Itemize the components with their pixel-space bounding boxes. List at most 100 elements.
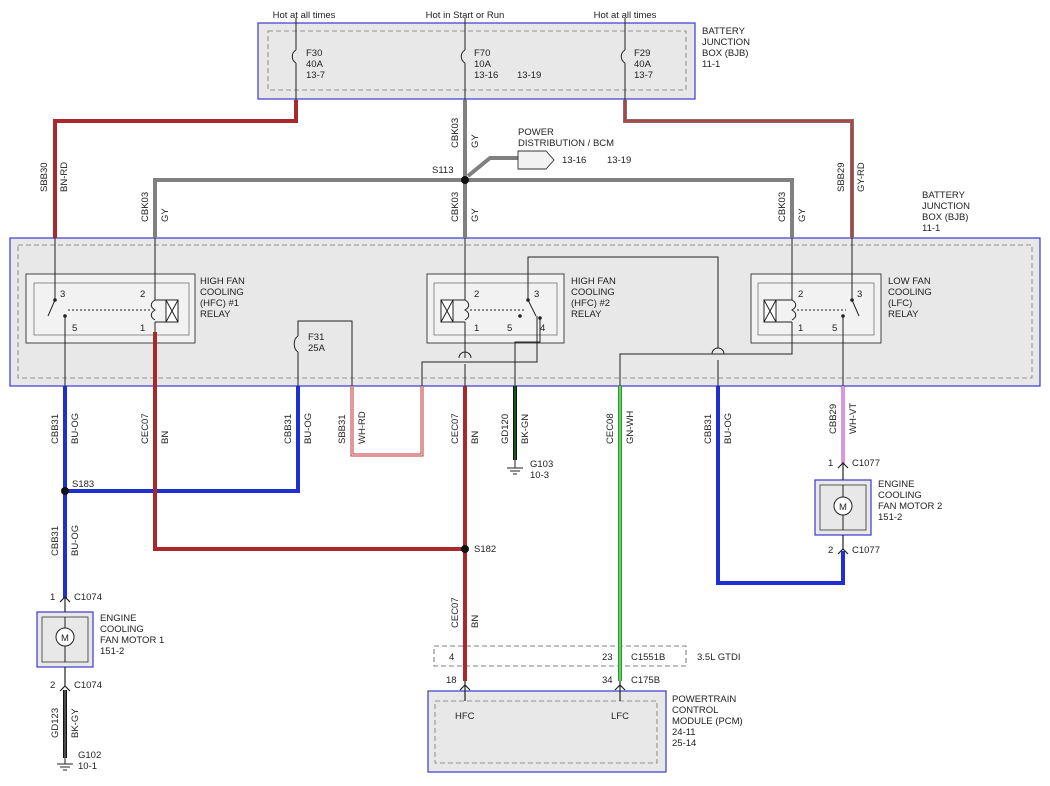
wire-cbb31-c: [716, 386, 845, 585]
motor2-label-4: 151-2: [878, 512, 902, 523]
relay2-label-4: RELAY: [571, 309, 602, 320]
relay1-pin-3: 3: [60, 289, 65, 300]
pcm-box: [427, 690, 667, 773]
wire-cbb31-b: [65, 386, 300, 493]
wire-cbb31-a-circuit: CBB31: [50, 414, 61, 444]
motor1-label-3: FAN MOTOR 1: [100, 635, 164, 646]
fuse-f31-id: F31: [308, 332, 324, 343]
wire-cbk03-c-circuit: CBK03: [450, 192, 461, 222]
fuse-f31-rating: 25A: [308, 343, 326, 354]
wire-cbb31-b-color: BU-OG: [303, 413, 314, 444]
relay1-pin-5: 5: [72, 323, 77, 334]
bjb-main-name-1: BATTERY: [922, 190, 966, 201]
fuse-f29-ref: 13-7: [634, 70, 653, 81]
bjb-top-page: 11-1: [702, 59, 720, 70]
wire-gd120-circuit: GD120: [500, 414, 511, 444]
lfc-relay-symbol: [763, 298, 860, 323]
bjb-main-page: 11-1: [922, 223, 940, 234]
relay2-label-3: (HFC) #2: [571, 298, 610, 309]
motor1-conn-bot: C1074: [74, 680, 102, 691]
motor2-icon: [833, 485, 853, 530]
wire-cec07-c-circuit: CEC07: [450, 597, 461, 628]
power-dist-label-2: DISTRIBUTION / BCM: [518, 138, 614, 149]
motor1-conn-bot-pin: 2: [50, 680, 55, 691]
relay3-pin-5: 5: [832, 323, 837, 334]
relay2-label-1: HIGH FAN: [571, 276, 616, 287]
power-dist-ref-2: 13-19: [607, 155, 631, 166]
wire-cbk03-d-circuit: CBK03: [777, 192, 788, 222]
motor1-symbol: M: [61, 633, 69, 644]
supply-left-label: Hot at all times: [273, 10, 336, 21]
supply-right-label: Hot at all times: [594, 10, 657, 21]
ground-g103-icon: [507, 460, 523, 475]
ground-g102-icon: [57, 758, 73, 771]
wire-gd123-color: BK-GY: [70, 708, 81, 738]
wire-cbk03-a-color: GY: [470, 134, 481, 148]
hfc1-relay-symbol: [47, 298, 179, 323]
pcm-label-4: 24-11: [672, 727, 696, 738]
motor1-conn-top-pin: 1: [50, 592, 55, 603]
pcm-label-1: POWERTRAIN: [672, 694, 736, 705]
wire-cbb29-color: WH-VT: [848, 403, 859, 434]
relay3-label-1: LOW FAN: [888, 276, 931, 287]
wire-cbk03-d-color: GY: [797, 208, 808, 222]
ground-g102-ref: 10-1: [78, 761, 97, 772]
wire-cbk03-b-color: GY: [160, 208, 171, 222]
relay1-label-4: RELAY: [200, 309, 231, 320]
relay2-pin-4: 4: [540, 323, 545, 334]
relay2-label-2: COOLING: [571, 287, 615, 298]
c1551b-box: [433, 645, 687, 667]
fuse-f29-id: F29: [634, 48, 650, 59]
motor1-label-4: 151-2: [100, 646, 124, 657]
wire-cbb31-b-circuit: CBB31: [283, 414, 294, 444]
pcm-pin-a: 18: [446, 675, 457, 686]
pcm-label-5: 25-14: [672, 738, 696, 749]
relay1-pin-2: 2: [140, 289, 145, 300]
wire-cbb31-c-color: BU-OG: [723, 413, 734, 444]
wire-sbb29-color: GY-RD: [856, 162, 867, 192]
wire-cec08-circuit: CEC08: [605, 413, 616, 444]
splice-s182-dot: [461, 545, 469, 553]
wire-cec07-a: [153, 332, 465, 551]
power-dist-connector: [517, 150, 555, 170]
relay2-pin-2: 2: [474, 289, 479, 300]
wire-sbb29-circuit: SBB29: [836, 162, 847, 192]
bjb-top-name-1: BATTERY: [702, 26, 746, 37]
wire-cbb31-a-color: BU-OG: [70, 413, 81, 444]
relay3-pin-1: 1: [798, 323, 803, 334]
wire-sbb30-color: BN-RD: [59, 162, 70, 192]
fuse-f30-ref: 13-7: [306, 70, 325, 81]
hfc2-relay-symbol: [440, 298, 542, 323]
fuse-f30-rating: 40A: [306, 59, 324, 70]
relay3-label-4: RELAY: [888, 309, 919, 320]
wire-gd123-circuit: GD123: [50, 708, 61, 738]
splice-s113-label: S113: [432, 165, 453, 176]
pcm-label-3: MODULE (PCM): [672, 716, 743, 727]
relay3-pin-3: 3: [857, 289, 862, 300]
wire-cbb31-d-circuit: CBB31: [50, 526, 61, 556]
motor2-conn-top: C1077: [852, 458, 880, 469]
wire-cec07-a-color: BN: [160, 431, 171, 444]
relay3-label-2: COOLING: [888, 287, 932, 298]
fuse-icons: [291, 49, 626, 353]
motor2-symbol: M: [839, 502, 847, 513]
fuse-f70-rating: 10A: [474, 59, 492, 70]
power-dist-ref-1: 13-16: [562, 155, 586, 166]
bjb-main-name-3: BOX (BJB): [922, 212, 968, 223]
wire-cbk03-a-circuit: CBK03: [450, 118, 461, 148]
wire-cec07-a-circuit: CEC07: [140, 413, 151, 444]
ground-g102-id: G102: [78, 750, 101, 761]
relay2-pin-1: 1: [474, 323, 479, 334]
bjb-top-name-3: BOX (BJB): [702, 48, 748, 59]
motor2-label-3: FAN MOTOR 2: [878, 501, 942, 512]
relay3-label-3: (LFC): [888, 298, 912, 309]
motor2-label-2: COOLING: [878, 490, 922, 501]
wire-gd120-color: BK-GN: [520, 414, 531, 444]
motor1-conn-top: C1074: [74, 592, 102, 603]
fuse-f70-ref: 13-16: [474, 70, 498, 81]
wire-cbb31-d-color: BU-OG: [70, 525, 81, 556]
supply-center-label: Hot in Start or Run: [426, 10, 505, 21]
wire-cec07-b-circuit: CEC07: [450, 413, 461, 444]
power-dist-label-1: POWER: [518, 127, 554, 138]
